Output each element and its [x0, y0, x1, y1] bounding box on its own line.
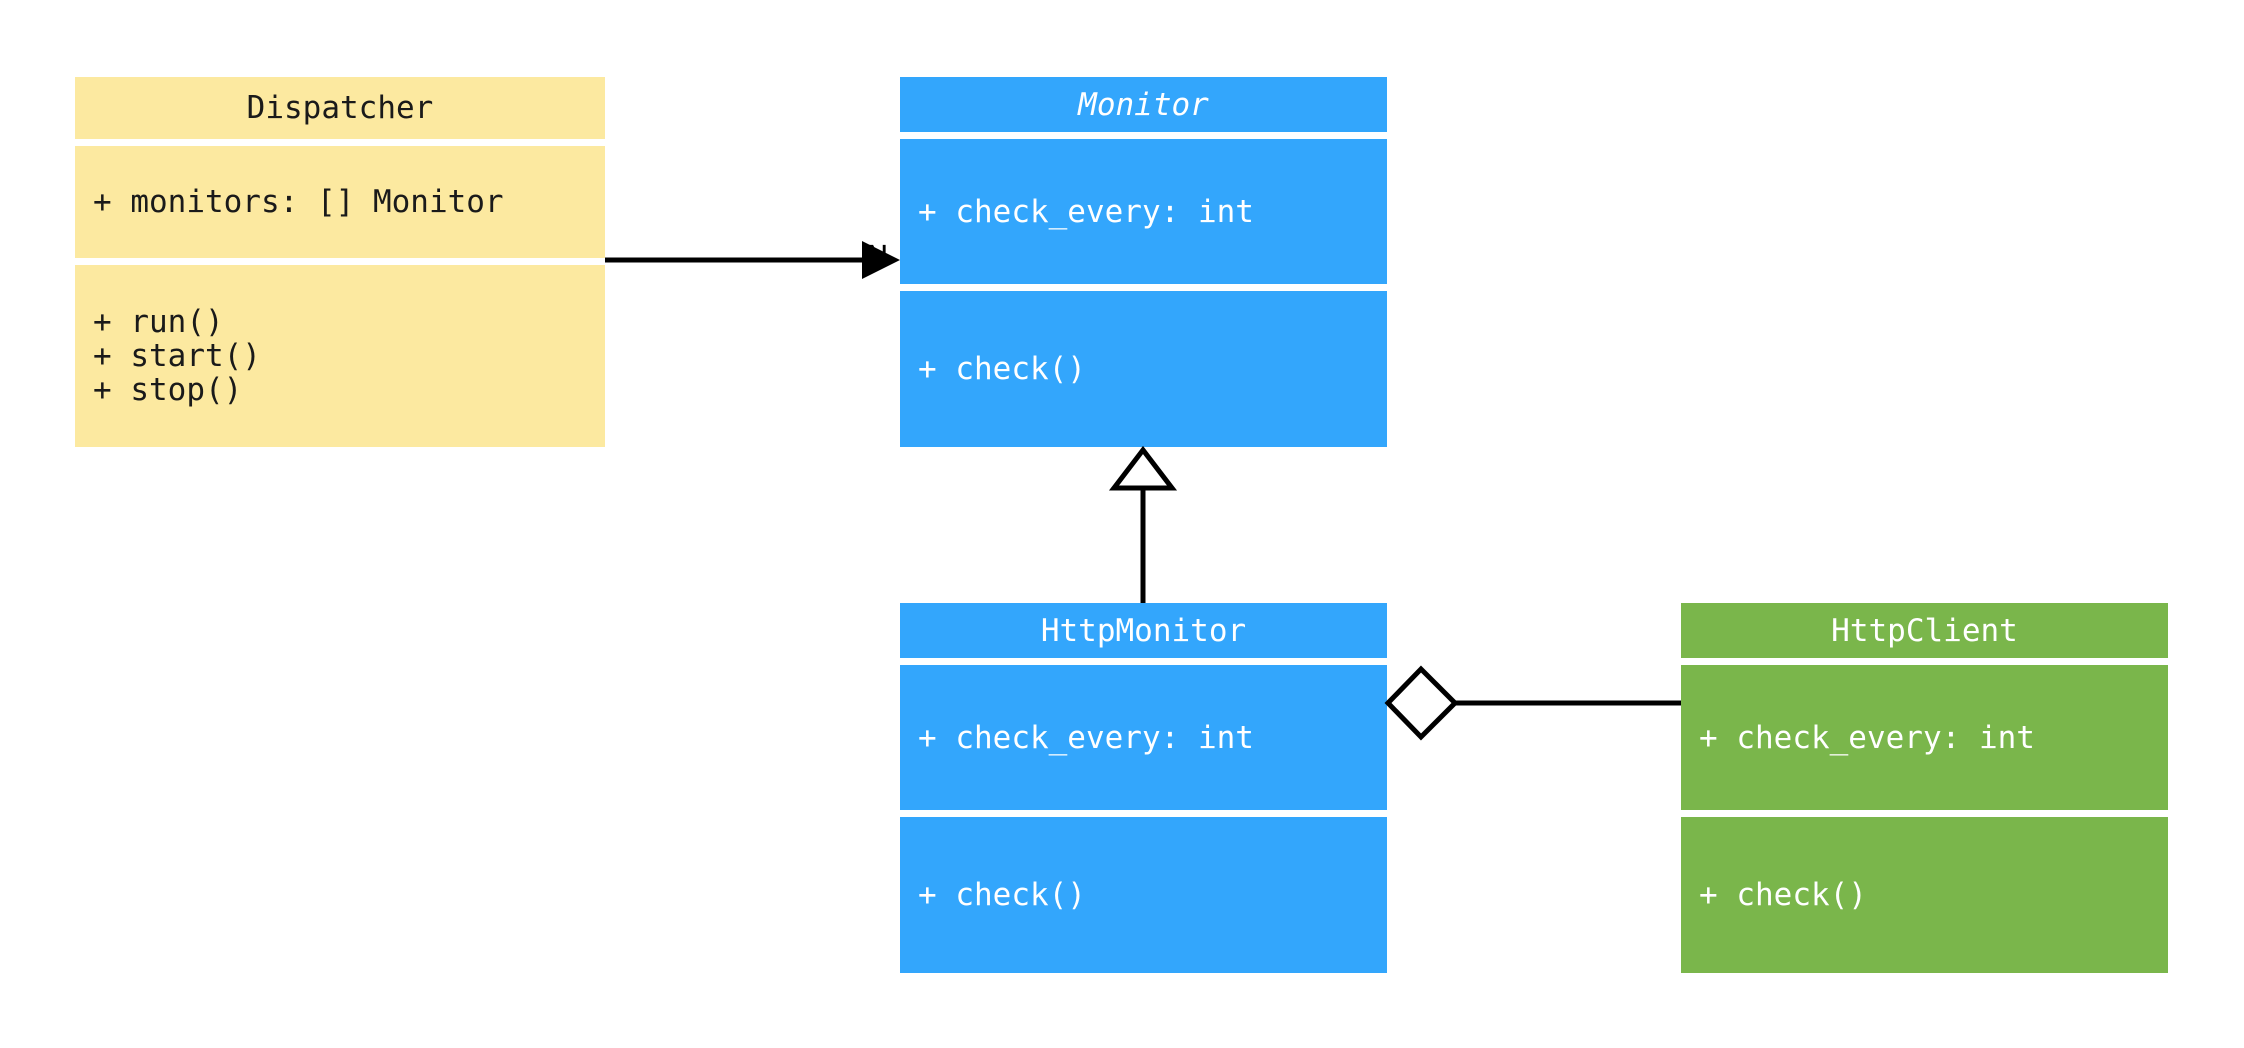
- compartment-divider: [1681, 810, 2168, 817]
- method-row: + stop(): [93, 372, 243, 408]
- class-box-http-monitor[interactable]: HttpMonitor + check_every: int + check(): [900, 603, 1387, 973]
- compartment-divider: [900, 284, 1387, 291]
- class-title-dispatcher: Dispatcher: [75, 77, 605, 139]
- method-row: + check(): [918, 351, 1086, 387]
- compartment-divider: [900, 658, 1387, 665]
- hollow-diamond-icon: [1384, 665, 1459, 741]
- class-name-dispatcher: Dispatcher: [246, 90, 434, 126]
- compartment-divider: [900, 810, 1387, 817]
- edge-label-multiplicity: N: [866, 240, 889, 275]
- class-box-monitor[interactable]: Monitor + check_every: int + check(): [900, 77, 1387, 447]
- class-methods-http-client: + check(): [1681, 817, 2168, 973]
- compartment-divider: [75, 258, 605, 265]
- attribute-row: + check_every: int: [918, 719, 1254, 756]
- class-attributes-http-monitor: + check_every: int: [900, 665, 1387, 810]
- method-row: + run(): [93, 304, 224, 340]
- class-name-http-monitor: HttpMonitor: [1040, 612, 1247, 649]
- class-title-http-monitor: HttpMonitor: [900, 603, 1387, 658]
- compartment-divider: [75, 139, 605, 146]
- class-box-http-client[interactable]: HttpClient + check_every: int + check(): [1681, 603, 2168, 973]
- class-attributes-dispatcher: + monitors: [] Monitor: [75, 146, 605, 258]
- class-box-dispatcher[interactable]: Dispatcher + monitors: [] Monitor + run(…: [75, 77, 605, 447]
- attribute-row: + check_every: int: [918, 193, 1254, 230]
- class-methods-monitor: + check(): [900, 291, 1387, 447]
- hollow-triangle-arrowhead-icon: [1108, 445, 1178, 491]
- compartment-divider: [900, 132, 1387, 139]
- method-row: + check(): [918, 877, 1086, 913]
- class-title-monitor: Monitor: [900, 77, 1387, 132]
- method-row: + start(): [93, 338, 261, 374]
- class-name-monitor: Monitor: [1078, 86, 1209, 123]
- edge-http-monitor-to-monitor: [1108, 445, 1178, 603]
- class-attributes-http-client: + check_every: int: [1681, 665, 2168, 810]
- attribute-row: + monitors: [] Monitor: [93, 184, 504, 220]
- class-methods-dispatcher: + run() + start() + stop(): [75, 265, 605, 447]
- class-name-http-client: HttpClient: [1831, 612, 2018, 649]
- attribute-row: + check_every: int: [1699, 719, 2035, 756]
- compartment-divider: [1681, 658, 2168, 665]
- class-methods-http-monitor: + check(): [900, 817, 1387, 973]
- class-attributes-monitor: + check_every: int: [900, 139, 1387, 284]
- class-title-http-client: HttpClient: [1681, 603, 2168, 658]
- method-row: + check(): [1699, 877, 1867, 913]
- edge-http-monitor-to-http-client: [1384, 665, 1681, 741]
